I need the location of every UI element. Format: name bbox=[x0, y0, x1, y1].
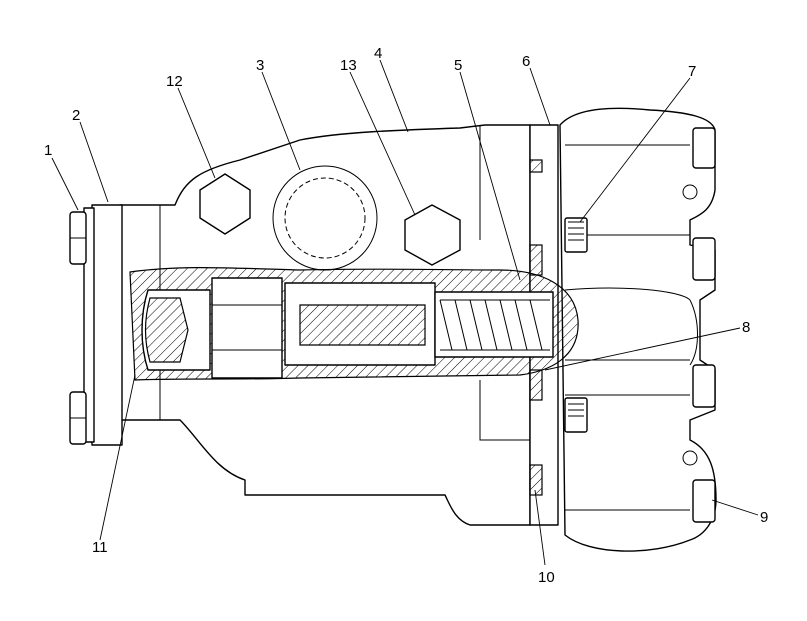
end-cover bbox=[69, 204, 123, 446]
section-cut bbox=[129, 267, 579, 381]
callout-labels: 1 2 3 4 5 6 7 8 9 10 11 12 13 bbox=[44, 45, 768, 586]
callout-12: 12 bbox=[166, 73, 183, 90]
right-manifold bbox=[559, 107, 717, 552]
fitting-7 bbox=[564, 217, 588, 253]
callout-9: 9 bbox=[760, 509, 768, 526]
callout-3: 3 bbox=[256, 57, 264, 74]
callout-11: 11 bbox=[92, 539, 108, 556]
callout-6: 6 bbox=[522, 53, 530, 70]
callout-13: 13 bbox=[340, 57, 357, 74]
hex-plug-12 bbox=[199, 173, 251, 235]
callout-8: 8 bbox=[742, 319, 750, 336]
callout-7: 7 bbox=[688, 63, 696, 80]
callout-10: 10 bbox=[538, 569, 555, 586]
hex-plug-13 bbox=[404, 204, 461, 266]
spring bbox=[439, 299, 550, 351]
callout-4: 4 bbox=[374, 45, 382, 62]
callout-1: 1 bbox=[44, 142, 52, 159]
fitting-lower bbox=[564, 397, 588, 433]
callout-5: 5 bbox=[454, 57, 462, 74]
leader-lines bbox=[51, 59, 759, 566]
callout-2: 2 bbox=[72, 107, 80, 124]
